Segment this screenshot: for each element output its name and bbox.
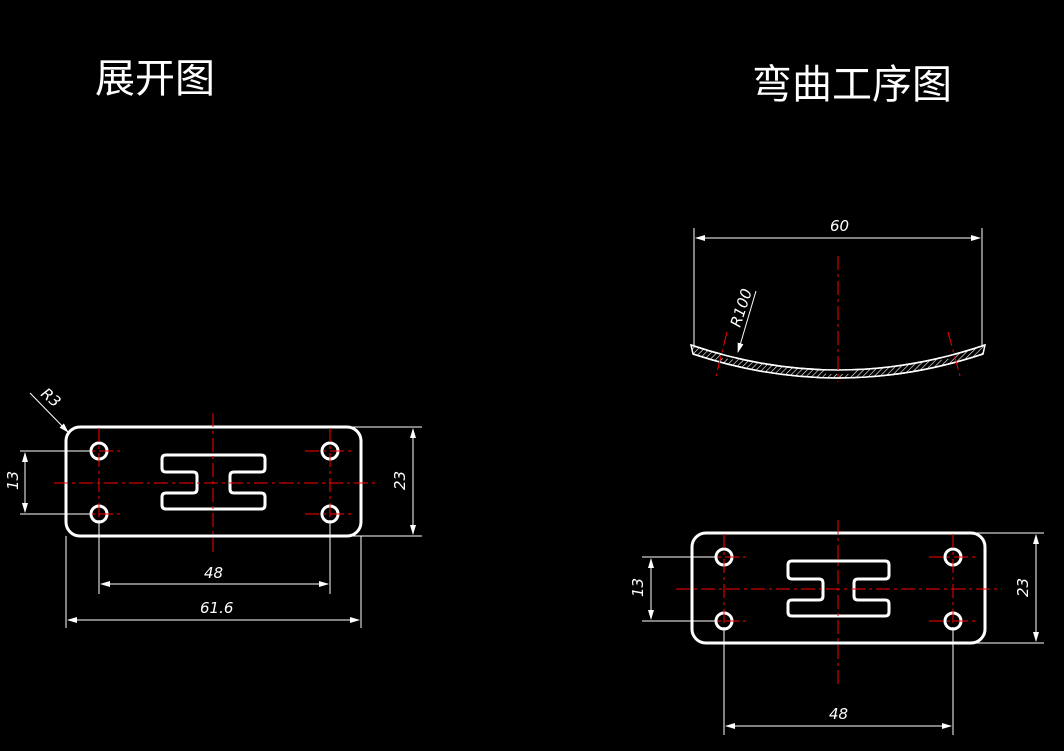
section-slot-gap [826,360,852,374]
dim-hole-spacing-v: 13 [4,471,22,490]
dim-height: 23 [1014,578,1032,597]
bend-plan-view: 13 23 48 [629,520,1044,735]
center-slot [786,559,891,618]
dim-radius: R3 [37,384,64,411]
dim-hole-spacing-h: 48 [204,564,223,582]
radius-leader [737,290,757,353]
dim-height: 23 [391,471,409,490]
unfold-view: R3 13 23 48 61.6 [4,384,422,628]
bend-section-view: 60 R100 [689,217,987,382]
bend-bottom-edge [692,353,984,379]
radius-leader [29,392,69,433]
hole-centerline [947,331,961,377]
center-slot [160,453,267,511]
dim-hole-spacing-v: 13 [629,578,647,597]
title-bend: 弯曲工序图 [752,62,952,108]
dim-length: 61.6 [200,599,233,617]
dim-hole-spacing-h: 48 [829,705,848,723]
dim-bend-width: 60 [830,217,849,235]
hole-centerline [715,331,728,377]
title-unfold: 展开图 [95,56,215,102]
